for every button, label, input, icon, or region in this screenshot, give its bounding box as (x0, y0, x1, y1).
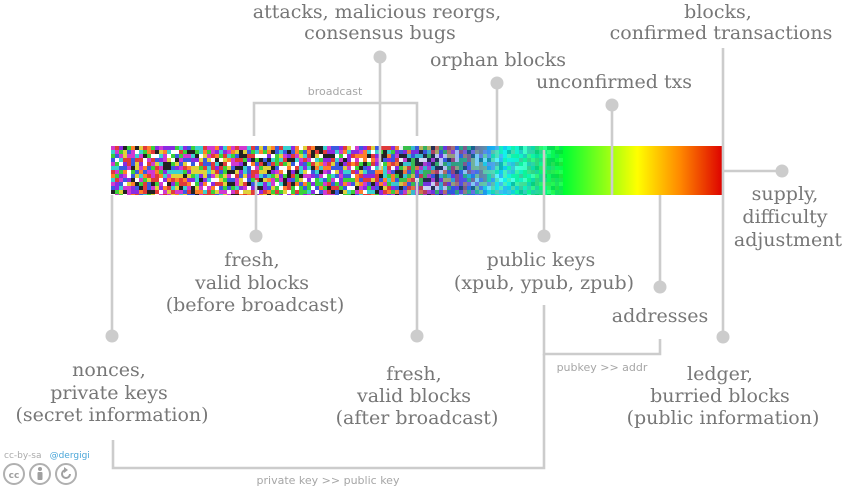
public-keys-connector (537, 150, 551, 243)
attribution-icon (29, 463, 51, 485)
ledger-label: ledger, burried blocks (public informati… (627, 363, 820, 429)
spectrum-bar (111, 146, 723, 198)
fresh-before-connector (249, 180, 263, 243)
attacks-label: attacks, malicious reorgs, consensus bug… (253, 1, 507, 44)
unconfirmed-txs-connector (605, 98, 619, 195)
orphan-blocks-connector (490, 76, 504, 146)
addresses-label: addresses (612, 305, 708, 327)
fresh-before-label: fresh, valid blocks (before broadcast) (166, 249, 345, 316)
broadcast-annotation: broadcast (308, 85, 363, 98)
nonces-label: nonces, private keys (secret information… (15, 359, 208, 426)
attacks-connector (373, 50, 387, 170)
nonces-connector (105, 195, 119, 343)
privkey-to-pubkey-bracket: private key >> public key (111, 354, 546, 487)
share-alike-icon (55, 463, 77, 485)
supply-label: supply, difficulty adjustment (734, 183, 843, 251)
addresses-connector (653, 195, 667, 294)
svg-text:cc: cc (9, 471, 20, 481)
unconfirmed-txs-label: unconfirmed txs (536, 71, 692, 93)
supply-connector (723, 164, 789, 178)
public-keys-label: public keys (xpub, ypub, zpub) (454, 249, 634, 294)
ledger-connector (716, 48, 730, 344)
pubkey-to-addr-annotation: pubkey >> addr (557, 361, 648, 374)
fresh-after-connector (410, 180, 424, 343)
cc-icon: cc (3, 463, 25, 485)
pubkey-to-addr-bracket: pubkey >> addr (542, 305, 662, 374)
blocks-confirmed-label: blocks, confirmed transactions (610, 1, 833, 44)
fresh-after-label: fresh, valid blocks (after broadcast) (336, 363, 499, 429)
license-line: cc-by-sa @dergigi (4, 443, 90, 462)
random-noise-overlay (111, 146, 563, 198)
privkey-to-pubkey-annotation: private key >> public key (257, 474, 400, 487)
license-badge: cc-by-sa @dergigi cc (3, 443, 90, 485)
broadcast-bracket: broadcast (252, 85, 419, 136)
orphan-blocks-label: orphan blocks (430, 49, 566, 71)
